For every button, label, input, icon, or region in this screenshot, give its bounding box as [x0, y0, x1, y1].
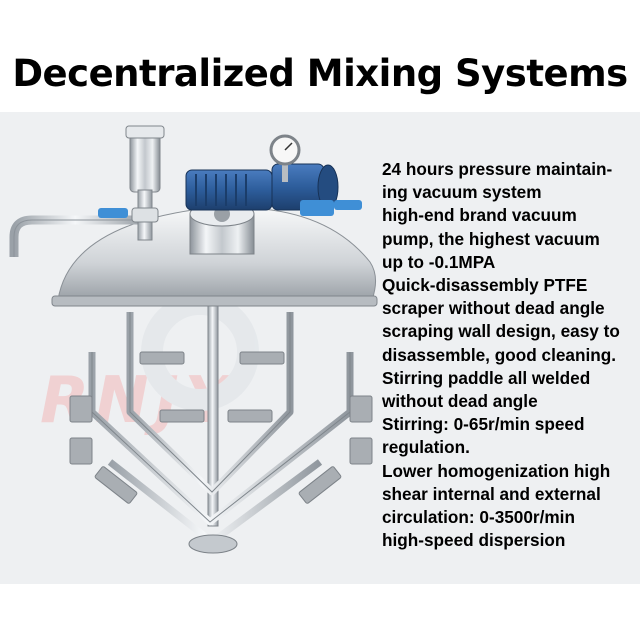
scraper-blades	[69, 351, 373, 504]
spec-line: 24 hours pressure maintain-	[382, 159, 613, 179]
pressure-gauge-icon	[269, 134, 301, 182]
vacuum-pipe	[258, 210, 294, 252]
spec-line: regulation.	[382, 437, 470, 458]
spec-line: pump, the highest vacuum	[382, 228, 600, 249]
page-title: Decentralized Mixing Systems	[12, 52, 628, 95]
spec-line: ing vacuum system	[382, 182, 542, 203]
spec-line: Lower homogenization high	[382, 460, 611, 481]
spec-line: Quick-disassembly PTFE	[382, 275, 588, 296]
spec-line: circulation: 0-3500r/min	[382, 507, 575, 528]
spec-line: scraper without dead angle	[382, 298, 605, 319]
mixing-tank-illustration: RNJY	[9, 125, 378, 554]
spec-line: Stirring: 0-65r/min speed	[382, 414, 585, 435]
motor-icon	[185, 163, 362, 216]
spec-line: disassemble, good cleaning.	[382, 344, 617, 365]
spec-line: shear internal and external	[382, 483, 601, 504]
agitator-frame-outline	[91, 312, 351, 523]
spec-line: without dead angle	[382, 391, 538, 412]
valve-column	[125, 125, 165, 241]
spec-line: high-speed dispersion	[382, 530, 566, 551]
spec-line: up to -0.1MPA	[382, 251, 496, 272]
spec-line: Stirring paddle all welded	[382, 367, 591, 388]
inlet-pipe	[9, 208, 150, 257]
spec-line: high-end brand vacuum	[382, 205, 577, 226]
spec-line: scraping wall design, easy to	[382, 321, 620, 342]
agitator-shaft	[207, 305, 219, 527]
spec-list: 24 hours pressure maintain- ing vacuum s…	[382, 158, 637, 552]
bottom-hub	[188, 534, 238, 554]
